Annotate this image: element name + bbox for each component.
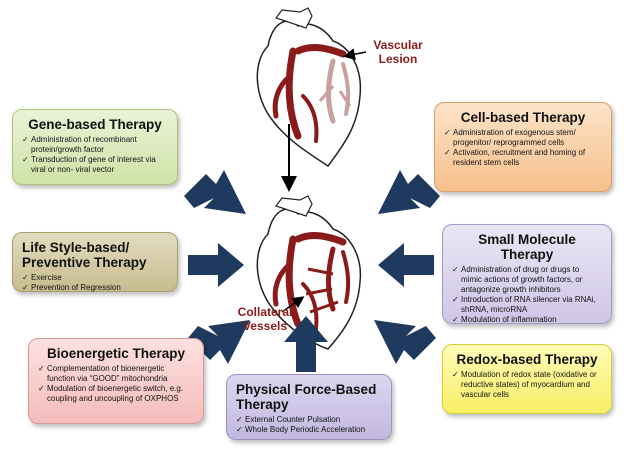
collateral-vessels-label: Collateral Vessels	[237, 305, 293, 333]
bioenergetic-therapy-box: Bioenergetic Therapy Complementation of …	[28, 338, 204, 424]
cell-therapy-box: Cell-based Therapy Administration of exo…	[434, 102, 612, 192]
redox-therapy-title: Redox-based Therapy	[456, 352, 598, 367]
heart-with-lesion-icon	[256, 7, 362, 168]
gene-therapy-item: Administration of recombinant protein/gr…	[22, 135, 168, 155]
redox-therapy-item: Modulation of redox state (oxidative or …	[452, 370, 602, 400]
arrow-cell	[378, 170, 440, 214]
physical-force-therapy-title: Physical Force-Based Therapy	[236, 382, 377, 412]
arrow-gene	[184, 170, 246, 214]
heart-with-collaterals-icon	[256, 195, 362, 350]
gene-therapy-box: Gene-based Therapy Administration of rec…	[12, 109, 178, 185]
arrow-physical	[284, 316, 328, 372]
bioenergetic-therapy-item: Complementation of bioenergetic function…	[38, 364, 194, 384]
arrow-lifestyle	[188, 243, 244, 287]
bioenergetic-therapy-title: Bioenergetic Therapy	[46, 346, 186, 361]
cell-therapy-title: Cell-based Therapy	[460, 110, 586, 125]
small-molecule-therapy-item: Modulation of inflammation	[452, 315, 602, 325]
lifestyle-therapy-box: Life Style-based/ Preventive Therapy Exe…	[12, 232, 178, 293]
physical-force-therapy-item: External Counter Pulsation	[236, 415, 382, 425]
lifestyle-therapy-item: Exercise	[22, 273, 168, 283]
gene-therapy-item: Transduction of gene of interest via vir…	[22, 155, 168, 175]
vascular-lesion-label: Vascular Lesion	[373, 38, 423, 66]
arrow-small	[378, 243, 434, 287]
small-molecule-therapy-item: Introduction of RNA silencer via RNAi, s…	[452, 295, 602, 315]
lifestyle-therapy-item: Prevention of Regression	[22, 283, 168, 293]
cell-therapy-item: Activation, recruitment and homing of re…	[444, 148, 602, 168]
small-molecule-therapy-box: Small Molecule Therapy Administration of…	[442, 224, 612, 325]
lifestyle-therapy-title: Life Style-based/ Preventive Therapy	[22, 240, 147, 270]
small-molecule-therapy-title: Small Molecule Therapy	[478, 232, 576, 262]
small-molecule-therapy-item: Administration of drug or drugs to mimic…	[452, 265, 602, 295]
gene-therapy-title: Gene-based Therapy	[28, 117, 162, 132]
cell-therapy-item: Administration of exogenous stem/ progen…	[444, 128, 602, 148]
physical-force-therapy-item: Whole Body Periodic Acceleration	[236, 425, 382, 435]
physical-force-therapy-box: Physical Force-Based Therapy External Co…	[226, 374, 392, 440]
redox-therapy-box: Redox-based Therapy Modulation of redox …	[442, 344, 612, 414]
therapy-arrows	[184, 170, 440, 372]
arrow-redox	[374, 320, 436, 364]
bioenergetic-therapy-item: Modulation of bioenergetic switch, e.g. …	[38, 384, 194, 404]
